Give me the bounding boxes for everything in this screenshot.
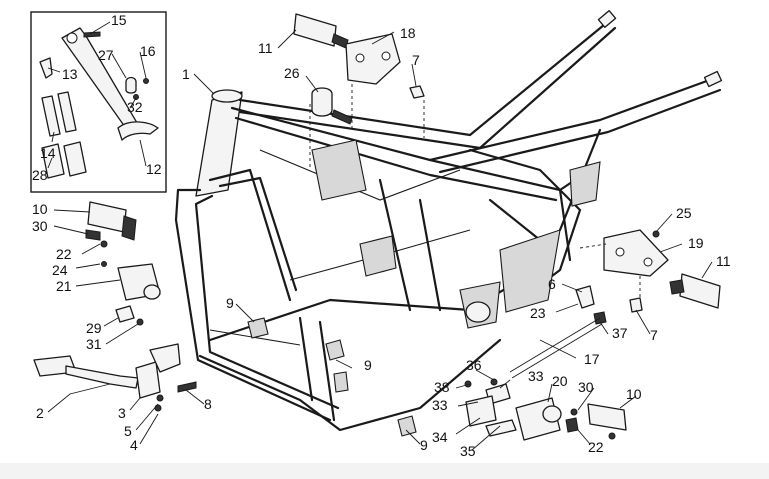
- callout: 19: [688, 235, 704, 251]
- callout: 18: [400, 25, 416, 41]
- callout: 5: [124, 423, 132, 439]
- leader-lines: [47, 21, 713, 451]
- callout: 28: [32, 167, 48, 183]
- callout: 4: [130, 437, 138, 453]
- callout: 13: [62, 66, 78, 82]
- brake-pedal: [33, 343, 197, 412]
- callout: 33: [432, 397, 448, 413]
- passenger-footpeg-left: [85, 201, 137, 267]
- callout: 3: [118, 405, 126, 421]
- callout: 36: [466, 357, 482, 373]
- footer-strip: [0, 463, 769, 479]
- callout: 10: [32, 201, 48, 217]
- callout: 15: [111, 12, 127, 28]
- callout: 6: [548, 276, 556, 292]
- callout: 32: [127, 99, 143, 115]
- callout: 33: [528, 368, 544, 384]
- callout: 20: [552, 373, 568, 389]
- frame-parts-drawing: 15 27 16 13 32 14 28 12 11 18 7 26 1 10 …: [30, 10, 731, 459]
- callout: 9: [226, 295, 234, 311]
- callout: 30: [578, 379, 594, 395]
- callout: 1: [182, 66, 190, 82]
- gear-pedal-and-peg-right: [515, 397, 627, 441]
- callout: 27: [98, 47, 114, 63]
- callout: 31: [86, 336, 102, 352]
- callout: 8: [204, 396, 212, 412]
- callout: 23: [530, 305, 546, 321]
- callout: 37: [612, 325, 628, 341]
- main-frame: [174, 10, 723, 437]
- callout: 22: [56, 246, 72, 262]
- side-stand-assembly: [39, 27, 159, 179]
- callout: 9: [364, 357, 372, 373]
- callout: 14: [40, 145, 56, 161]
- callout: 2: [36, 405, 44, 421]
- callout: 7: [650, 327, 658, 343]
- callout-labels: 15 27 16 13 32 14 28 12 11 18 7 26 1 10 …: [32, 12, 731, 459]
- callout: 17: [584, 351, 600, 367]
- callout: 30: [32, 218, 48, 234]
- callout: 26: [284, 65, 300, 81]
- footpeg-bracket-top: [345, 33, 401, 85]
- footpeg-bracket-right: [603, 229, 669, 313]
- rubber-bush: [311, 87, 353, 125]
- callout: 25: [676, 205, 692, 221]
- callout: 9: [420, 437, 428, 453]
- callout: 38: [434, 379, 450, 395]
- callout: 24: [52, 262, 68, 278]
- callout: 35: [460, 443, 476, 459]
- callout: 7: [412, 52, 420, 68]
- callout: 11: [258, 40, 273, 56]
- callout: 10: [626, 386, 642, 402]
- rider-footpeg-left: [293, 13, 349, 49]
- callout: 11: [716, 253, 731, 269]
- callout: 22: [588, 439, 604, 455]
- callout: 29: [86, 320, 102, 336]
- footpeg-holder-left: [115, 263, 161, 326]
- nut-top: [409, 85, 425, 99]
- callout: 21: [56, 278, 72, 294]
- callout: 16: [140, 43, 156, 59]
- callout: 12: [146, 161, 162, 177]
- callout: 34: [432, 429, 448, 445]
- passenger-footpeg-right: [669, 273, 721, 309]
